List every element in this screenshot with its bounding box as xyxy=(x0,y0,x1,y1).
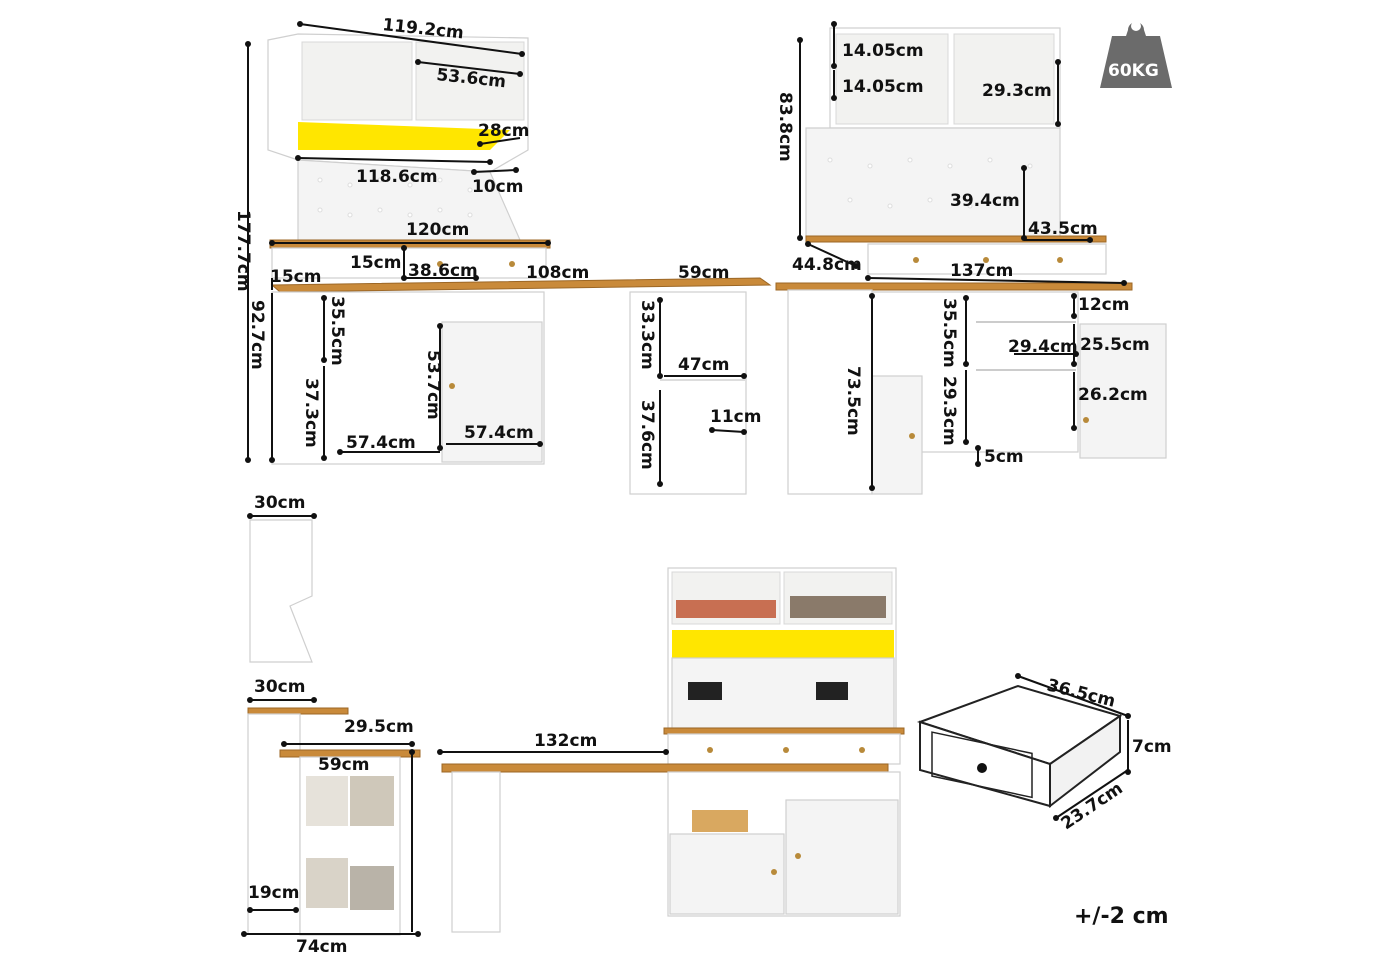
side-dimension-labels: 14.05cm 14.05cm 29.3cm 83.8cm 39.4cm 43.… xyxy=(775,41,1150,467)
cabinet-door xyxy=(441,321,543,463)
dim-glass-upper: 14.05cm xyxy=(842,41,924,61)
dim-extension-length: 108cm xyxy=(526,263,589,283)
dim-top-gap: 15cm xyxy=(270,267,321,287)
dim-profile-base: 19cm xyxy=(248,883,299,903)
side-long-top xyxy=(775,282,1133,291)
dim-glass-lower: 14.05cm xyxy=(842,77,924,97)
profile-top xyxy=(247,707,349,715)
dim-profile-top-depth: 30cm xyxy=(254,677,305,697)
front-view xyxy=(267,33,772,495)
dim-lower-bay: 29.3cm xyxy=(939,376,959,446)
dim-drawer-width: 38.6cm xyxy=(408,261,478,281)
dim-left-bay-width: 57.4cm xyxy=(346,433,416,453)
front-dimension-labels: 119.2cm 53.6cm 28cm 118.6cm 10cm 177.7cm… xyxy=(233,15,761,470)
dim-upper-shelf: 35.5cm xyxy=(327,296,347,366)
dim-shelf-depth: 29.4cm xyxy=(1008,337,1078,357)
dim-profile-shelf-width: 59cm xyxy=(318,755,369,775)
dim-profile-extension: 29.5cm xyxy=(344,717,414,737)
lifestyle-view xyxy=(441,567,905,933)
lifestyle-desk-top xyxy=(663,727,905,735)
leg-shelf-unit xyxy=(629,291,747,495)
hutch-glass-right xyxy=(415,41,525,121)
dim-hutch-depth: 29.3cm xyxy=(982,81,1052,101)
dim-pegboard-width: 118.6cm xyxy=(356,167,438,187)
dim-leg-width: 47cm xyxy=(678,355,729,375)
dim-lower-shelf-height: 26.2cm xyxy=(1078,385,1148,405)
dim-drawer-height: 15cm xyxy=(350,253,401,273)
dim-led-depth: 28cm xyxy=(478,121,529,141)
dim-shelf-gap: 12cm xyxy=(1078,295,1129,315)
drawer-view xyxy=(916,684,1123,809)
profile-dimension-labels: 30cm 30cm 29.5cm 59cm 19cm 74cm xyxy=(248,493,414,957)
dim-lower-shelf: 37.3cm xyxy=(301,378,321,448)
weight-icon xyxy=(1100,22,1172,88)
dim-cabinet-height: 73.5cm xyxy=(843,366,863,436)
pegboard-holes xyxy=(317,177,473,218)
dim-total-height: 177.7cm xyxy=(233,210,253,292)
tolerance-note: +/-2 cm xyxy=(1074,904,1169,929)
weight-badge: 60KG xyxy=(1100,21,1172,88)
dim-extension-total: 132cm xyxy=(534,731,597,751)
side-right-door xyxy=(1079,323,1167,459)
dim-profile-hutch-depth: 30cm xyxy=(254,493,305,513)
dim-upper-bay: 35.5cm xyxy=(939,298,959,368)
dim-leg-depth: 11cm xyxy=(710,407,761,427)
dim-desk-height: 92.7cm xyxy=(247,300,267,370)
hutch-glass-left xyxy=(301,41,413,121)
drawer-knob xyxy=(977,763,987,773)
dim-base-gap: 5cm xyxy=(984,447,1024,467)
dim-side-depth: 10cm xyxy=(472,177,523,197)
side-dimension-lines xyxy=(797,21,1127,491)
dim-drawer-depth: 7cm xyxy=(1132,737,1172,757)
dim-desk-depth: 43.5cm xyxy=(1028,219,1098,239)
dim-hutch-height: 83.8cm xyxy=(775,92,795,162)
dim-leg-lower: 37.6cm xyxy=(637,400,657,470)
dim-right-bay-width: 57.4cm xyxy=(464,423,534,443)
dim-extension-depth: 59cm xyxy=(678,263,729,283)
profile-hutch xyxy=(249,519,313,663)
profile-dimension-lines xyxy=(241,513,421,937)
profile-view xyxy=(247,519,421,936)
dim-desk-width: 120cm xyxy=(406,220,469,240)
dim-shelf-height: 25.5cm xyxy=(1080,335,1150,355)
weight-label: 60KG xyxy=(1108,61,1159,81)
lifestyle-dimension-lines xyxy=(437,749,669,755)
extension-top xyxy=(270,277,772,293)
drawer-dimension-lines xyxy=(1015,673,1131,821)
side-desk-top xyxy=(805,235,1107,243)
side-pegboard xyxy=(805,127,1061,239)
dim-leg-upper: 33.3cm xyxy=(637,300,657,370)
dim-profile-total-depth: 74cm xyxy=(296,937,347,957)
front-dimension-lines xyxy=(245,21,747,487)
lifestyle-extension xyxy=(441,763,889,773)
dim-overall-length: 137cm xyxy=(950,261,1013,281)
side-leg xyxy=(787,289,873,495)
dim-door-height: 53.7cm xyxy=(423,350,443,420)
lifestyle-leg xyxy=(451,771,501,933)
side-view xyxy=(775,27,1167,495)
dim-side-width: 44.8cm xyxy=(792,255,862,275)
led-strip xyxy=(298,122,510,150)
dim-pegboard-height: 39.4cm xyxy=(950,191,1020,211)
